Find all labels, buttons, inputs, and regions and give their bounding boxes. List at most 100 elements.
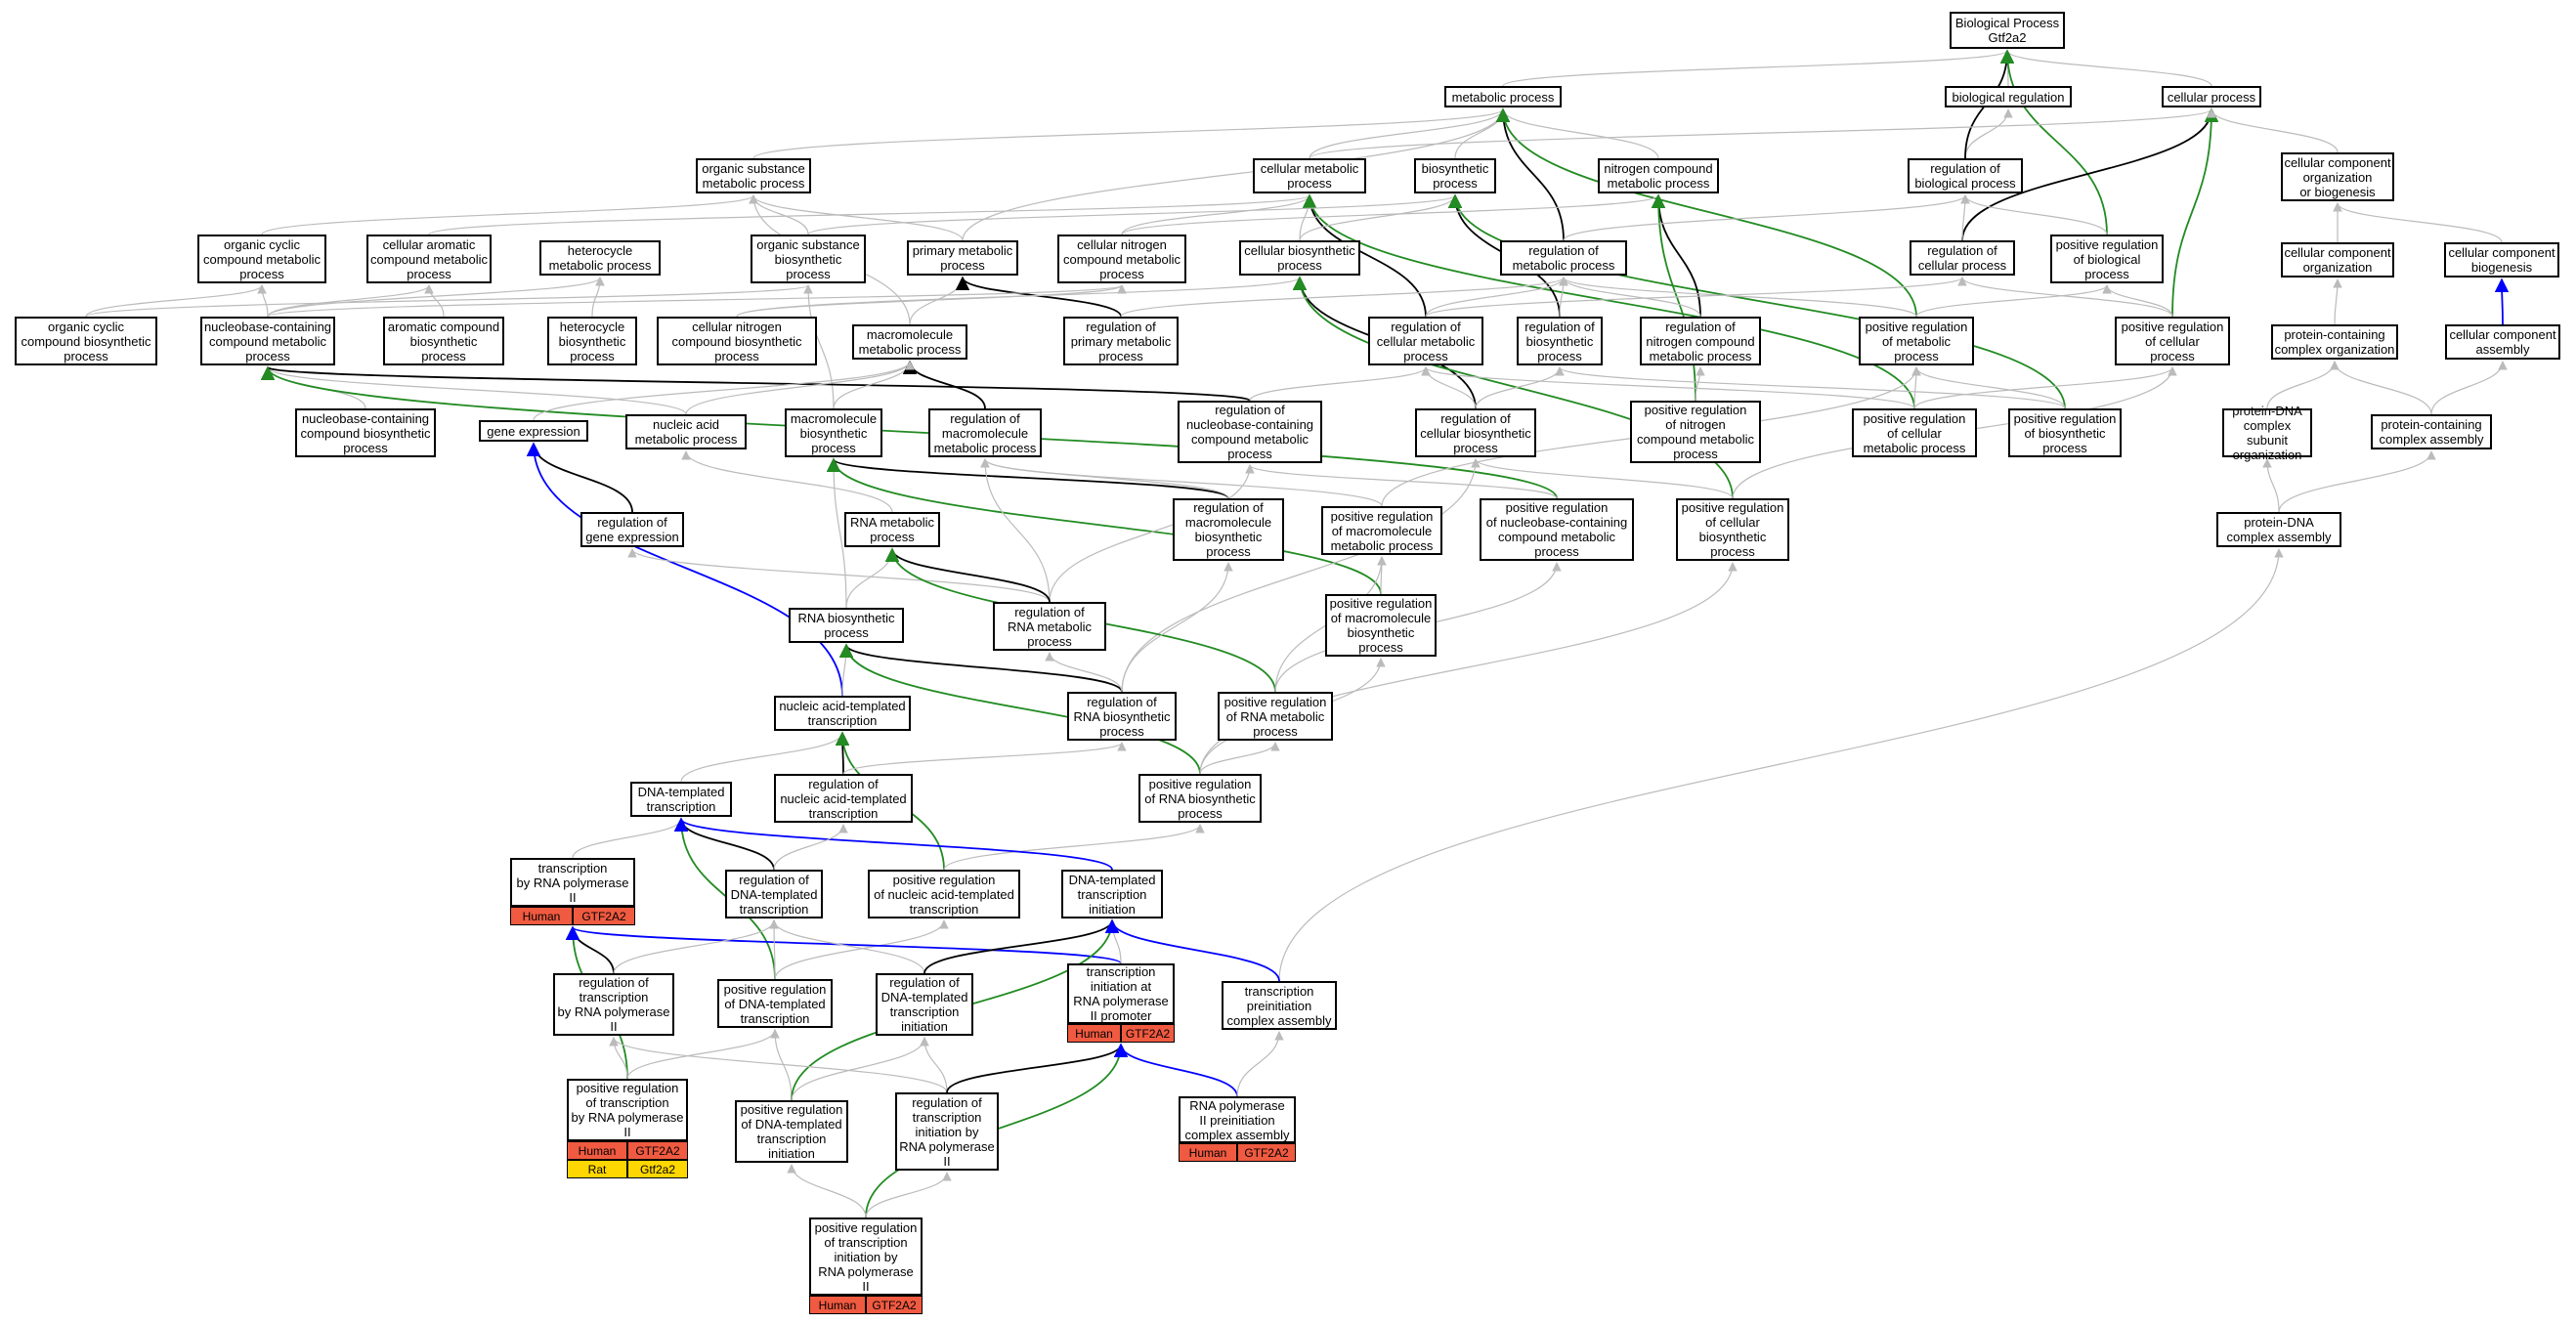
go-term-regtxpol2[interactable]: regulation of transcription by RNA polym… [553,973,674,1036]
go-term-cellbiosyn[interactable]: cellular biosynthetic process [1239,240,1360,276]
annotation-gene[interactable]: GTF2A2 [627,1141,688,1160]
go-term-regnattx[interactable]: regulation of nucleic acid-templated tra… [774,774,913,823]
go-term-rnabio[interactable]: RNA biosynthetic process [789,608,904,643]
go-term-macrobio[interactable]: macromolecule biosynthetic process [785,408,882,457]
go-term-orgsub[interactable]: organic substance metabolic process [696,158,811,193]
go-term-posregtxinitpol2[interactable]: positive regulation of transcription ini… [809,1217,923,1296]
go-term-metabolic[interactable]: metabolic process [1444,86,1562,107]
go-term-ccasm[interactable]: cellular component assembly [2445,324,2560,360]
go-term-posregnattx[interactable]: positive regulation of nucleic acid-temp… [868,870,1020,918]
edge-posregnucmet-to-nucmet [261,365,1558,499]
go-term-ccbiog[interactable]: cellular component biogenesis [2444,242,2559,278]
annotation-gene[interactable]: GTF2A2 [866,1296,923,1314]
go-term-posregnucmet[interactable]: positive regulation of nucleobase-contai… [1480,498,1634,561]
annotation-gene[interactable]: Gtf2a2 [627,1160,688,1178]
go-term-ccob[interactable]: cellular component organization or bioge… [2281,152,2394,201]
edge-regdnatxinit-to-dnatxinit [923,918,1120,974]
go-term-regrnamet[interactable]: regulation of RNA metabolic process [993,602,1106,651]
go-term-geneexp[interactable]: gene expression [479,420,588,442]
annotation-gene[interactable]: GTF2A2 [1237,1143,1296,1162]
annotation-gene[interactable]: GTF2A2 [573,907,635,925]
go-term-cellular[interactable]: cellular process [2162,86,2261,107]
go-term-cellarom[interactable]: cellular aromatic compound metabolic pro… [366,235,492,283]
go-term-posregrnabio[interactable]: positive regulation of RNA biosynthetic … [1138,774,1262,823]
edge-regtxinitpol2-to-txinitpol2 [946,1043,1129,1093]
go-term-aromb[interactable]: aromatic compound biosynthetic process [383,317,504,365]
edge-regrnabio-to-regcellbio [1121,458,1481,693]
go-term-posregmacromet[interactable]: positive regulation of macromolecule met… [1321,506,1442,555]
annotation-species: Rat [567,1160,627,1178]
go-term-posregbio[interactable]: positive regulation of biological proces… [2050,235,2164,283]
go-term-rnamet[interactable]: RNA metabolic process [844,512,940,547]
go-term-bioreg[interactable]: biological regulation [1945,86,2072,107]
go-term-pdnaasm[interactable]: protein-DNA complex assembly [2216,512,2341,547]
go-term-orgsubbio[interactable]: organic substance biosynthetic process [751,235,866,283]
edge-cellular-to-bp [2002,50,2212,87]
go-term-regnucmet[interactable]: regulation of nucleobase-containing comp… [1178,401,1322,463]
go-term-regmacrobio[interactable]: regulation of macromolecule biosynthetic… [1173,498,1284,561]
go-term-regcell[interactable]: regulation of cellular process [1910,240,2015,276]
edge-nucmet-to-orgcyc [257,284,269,318]
go-term-posregmet[interactable]: positive regulation of metabolic process [1859,317,1974,365]
edge-regcell-to-cellular [1961,107,2219,241]
go-term-cellnitmet[interactable]: cellular nitrogen compound metabolic pro… [1057,235,1186,283]
go-term-orgcycbio[interactable]: organic cyclic compound biosynthetic pro… [15,317,157,365]
go-term-pic[interactable]: transcription preinitiation complex asse… [1222,981,1337,1030]
go-term-posregdnatxinit[interactable]: positive regulation of DNA-templated tra… [735,1100,848,1163]
edge-cellbiosyn-to-biosyn [1299,194,1460,241]
go-term-macromet[interactable]: macromolecule metabolic process [852,324,967,360]
go-term-dnatx[interactable]: DNA-templated transcription [630,782,732,817]
edge-posregdnatx-to-posregnattx [774,919,949,980]
go-term-posregcellbio[interactable]: positive regulation of cellular biosynth… [1676,498,1789,561]
go-term-regdnatx[interactable]: regulation of DNA-templated transcriptio… [725,870,823,918]
go-term-primmet[interactable]: primary metabolic process [907,240,1018,276]
go-term-pcasm[interactable]: protein-containing complex assembly [2371,414,2492,449]
go-term-biosyn[interactable]: biosynthetic process [1414,158,1496,193]
go-term-reggeneexp[interactable]: regulation of gene expression [580,512,684,547]
edge-reggeneexp-to-geneexp [526,442,633,513]
go-term-regmet[interactable]: regulation of metabolic process [1500,240,1627,276]
go-term-posregnit[interactable]: positive regulation of nitrogen compound… [1630,401,1761,463]
go-term-regcellbio[interactable]: regulation of cellular biosynthetic proc… [1415,408,1536,457]
go-term-posregtxpol2[interactable]: positive regulation of transcription by … [567,1079,688,1141]
edge-orgcycbio-to-orgcyc [85,284,267,318]
go-term-regmacromet[interactable]: regulation of macromolecule metabolic pr… [928,408,1042,457]
go-term-posregrnamet[interactable]: positive regulation of RNA metabolic pro… [1218,692,1333,741]
go-term-regbiosyn[interactable]: regulation of biosynthetic process [1517,317,1603,365]
go-term-txinitpol2[interactable]: transcription initiation at RNA polymera… [1067,963,1175,1024]
go-term-dnatxinit[interactable]: DNA-templated transcription initiation [1061,870,1163,918]
go-term-posregcell[interactable]: positive regulation of cellular process [2115,317,2230,365]
go-term-hetmet[interactable]: heterocycle metabolic process [539,240,661,276]
go-term-regbio[interactable]: regulation of biological process [1908,158,2023,193]
annotation-gene[interactable]: GTF2A2 [1121,1024,1175,1043]
go-term-pcco[interactable]: protein-containing complex organization [2271,324,2398,360]
go-term-hetbio[interactable]: heterocycle biosynthetic process [547,317,637,365]
go-term-regprim[interactable]: regulation of primary metabolic process [1063,317,1179,365]
go-term-regtxinitpol2[interactable]: regulation of transcription initiation b… [895,1092,999,1171]
go-term-nucacid[interactable]: nucleic acid metabolic process [625,414,747,449]
go-term-pdnasub[interactable]: protein-DNA complex subunit organization [2222,404,2312,462]
go-term-bp[interactable]: Biological Process Gtf2a2 [1950,12,2065,49]
go-term-posregbiosyn[interactable]: positive regulation of biosynthetic proc… [2008,408,2122,457]
edge-rnamet-to-nucacid [681,450,893,513]
go-term-regrnabio[interactable]: regulation of RNA biosynthetic process [1067,692,1177,741]
go-term-cellmet[interactable]: cellular metabolic process [1253,158,1366,193]
go-term-posregdnatx[interactable]: positive regulation of DNA-templated tra… [717,979,833,1028]
go-term-regcellmet[interactable]: regulation of cellular metabolic process [1368,317,1483,365]
edge-regtxinitpol2-to-regtxpol2 [609,1037,948,1093]
go-term-nattx[interactable]: nucleic acid-templated transcription [774,696,911,731]
go-term-regdnatxinit[interactable]: regulation of DNA-templated transcriptio… [876,973,973,1036]
go-term-txpol2[interactable]: transcription by RNA polymerase II [510,858,635,907]
go-term-pol2pic[interactable]: RNA polymerase II preinitiation complex … [1179,1096,1296,1143]
go-term-orgcyc[interactable]: organic cyclic compound metabolic proces… [197,235,326,283]
go-term-nucbio[interactable]: nucleobase-containing compound biosynthe… [295,408,436,457]
go-term-regnitro[interactable]: regulation of nitrogen compound metaboli… [1640,317,1761,365]
go-term-cellnitbio[interactable]: cellular nitrogen compound biosynthetic … [657,317,817,365]
go-term-nucmet[interactable]: nucleobase-containing compound metabolic… [200,317,335,365]
go-term-ccorg[interactable]: cellular component organization [2281,242,2394,278]
edge-metabolic-to-bp [1502,50,2012,87]
go-term-posregmacrobio[interactable]: positive regulation of macromolecule bio… [1325,594,1437,657]
go-term-posregcellmet[interactable]: positive regulation of cellular metaboli… [1852,408,1977,457]
go-term-nitro[interactable]: nitrogen compound metabolic process [1598,158,1719,193]
